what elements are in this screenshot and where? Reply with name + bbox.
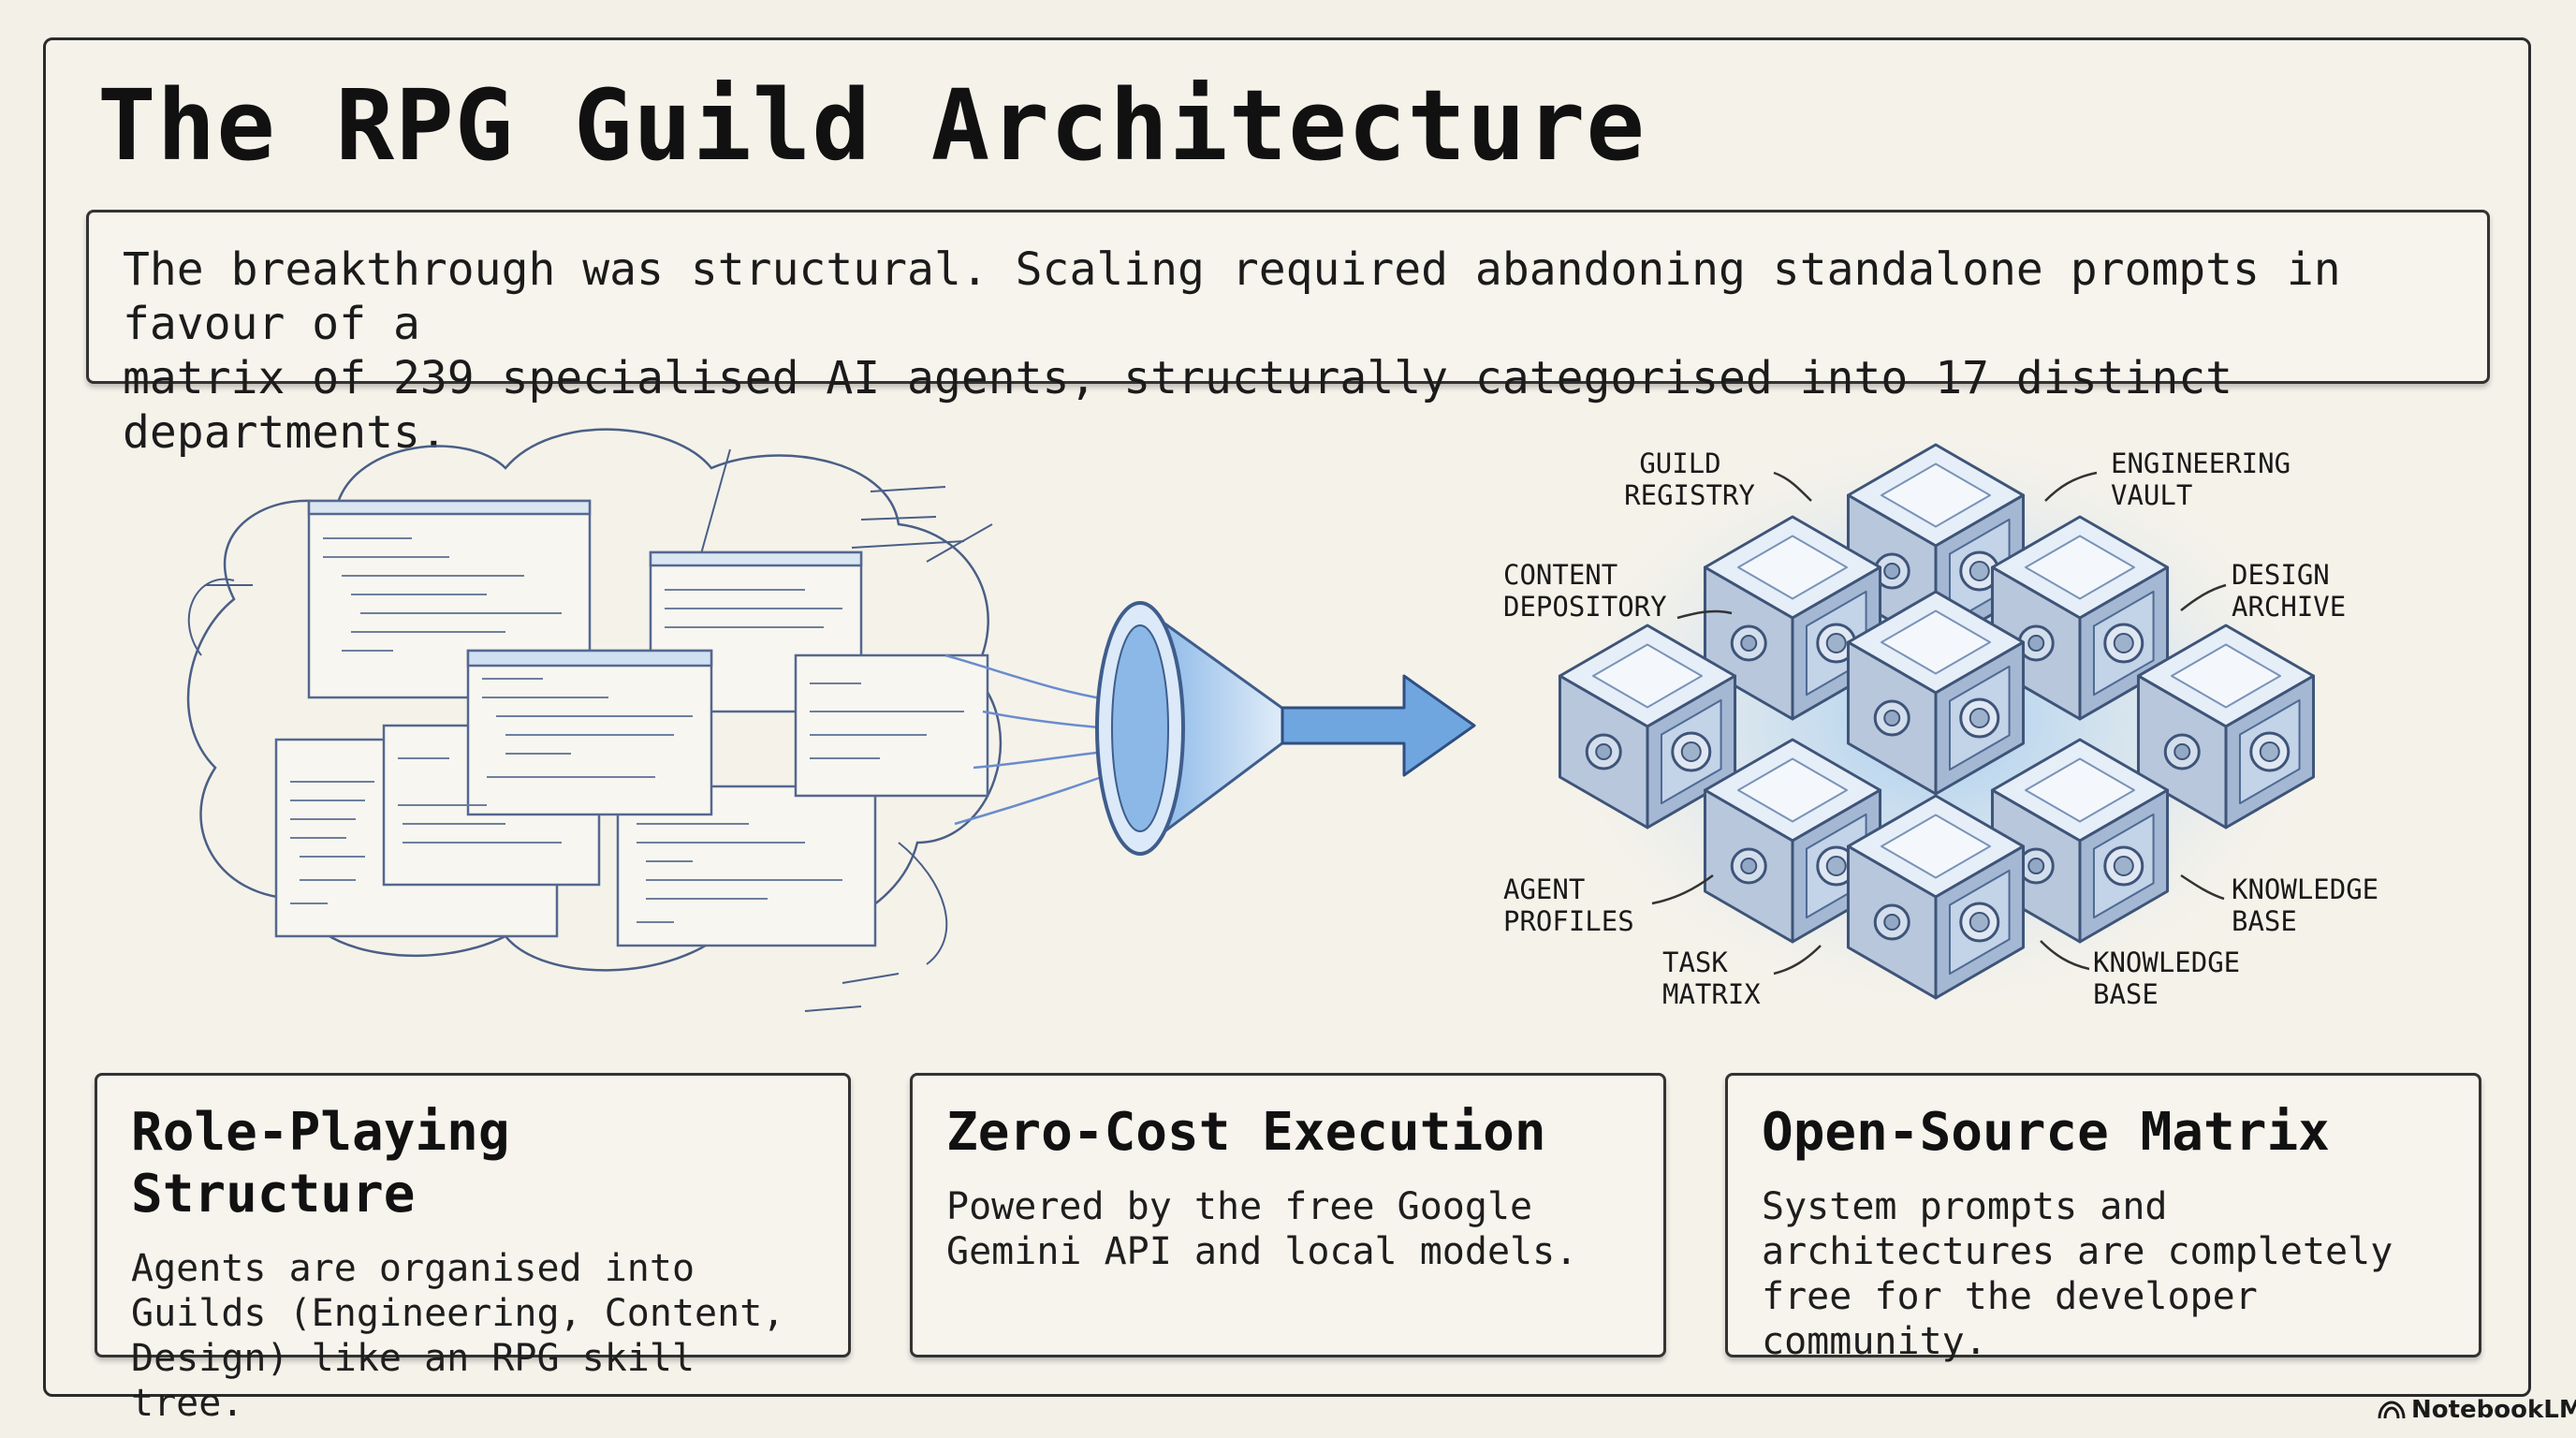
feature-card-zero-cost: Zero-Cost Execution Powered by the free … [910,1073,1666,1357]
feature-card-heading: Zero-Cost Execution [946,1102,1546,1163]
safe-vault-icon [1846,590,2026,796]
funnel-icon [1095,601,1289,856]
feature-card-open-source: Open-Source Matrix System prompts and ar… [1725,1073,2481,1363]
feature-card-body: Agents are organised into Guilds (Engine… [131,1247,785,1425]
brand-watermark: NotebookLM [2378,1395,2576,1425]
feature-card-body: Powered by the free Google Gemini API an… [946,1185,1578,1273]
safe-vault-icon [1703,738,1882,944]
feature-card-body: System prompts and architectures are com… [1762,1185,2393,1363]
safe-vault-icon [1558,443,2316,1000]
feature-card-heading: Role-Playing Structure [131,1102,510,1225]
label-leaders [1651,471,2227,976]
brand-name: NotebookLM [2411,1396,2576,1424]
feature-card-role-playing: Role-Playing Structure Agents are organi… [95,1073,851,1425]
page-title: The RPG Guild Architecture [97,68,1646,183]
arrow-right-icon [1281,674,1476,777]
safe-vault-icon [1558,624,1737,829]
safe-vault-icon [1990,515,2170,721]
safe-vault-icon [2136,624,2316,829]
code-scribbles [290,537,964,923]
safe-vault-icon [1846,794,2026,1000]
intro-box: The breakthrough was structural. Scaling… [86,210,2490,459]
feature-card-heading: Open-Source Matrix [1762,1102,2330,1163]
safe-vault-icon [1990,738,2170,944]
intro-text: The breakthrough was structural. Scaling… [123,243,2341,459]
notebooklm-logo-icon [2378,1401,2406,1419]
prompt-documents [274,499,989,947]
